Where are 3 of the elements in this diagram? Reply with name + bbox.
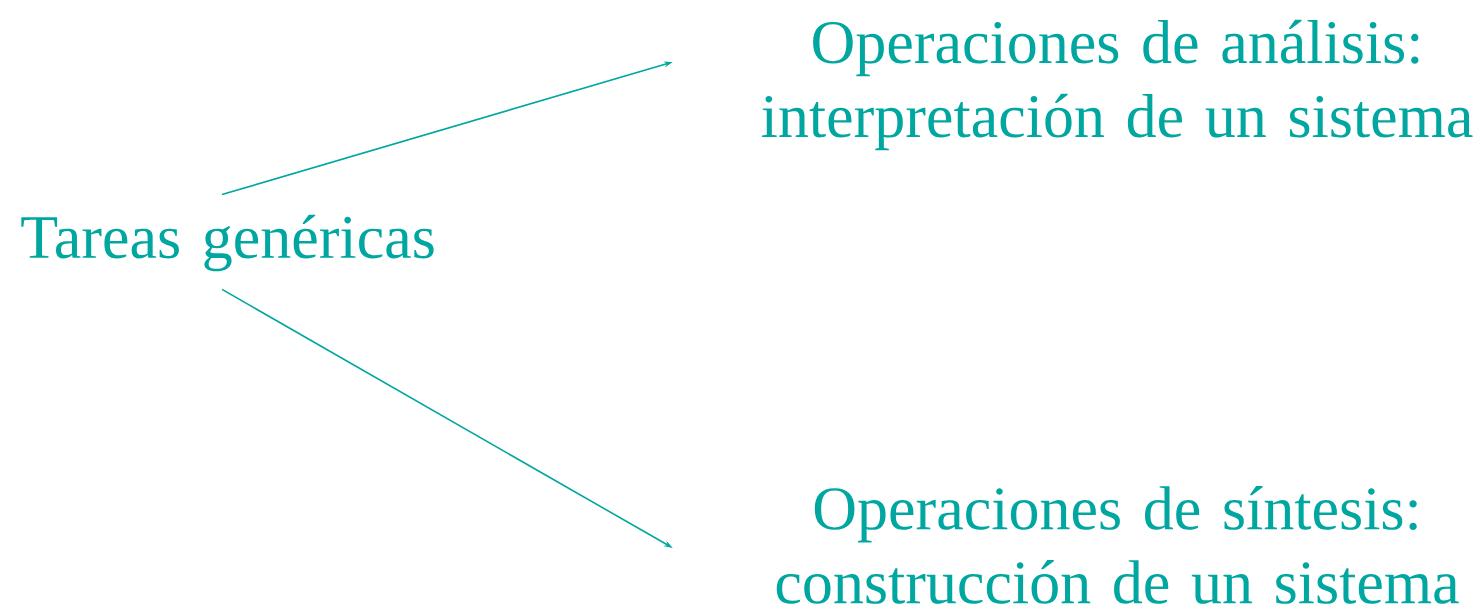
text-label: Operaciones de análisis: interpretación de un sistema [761,19,1473,151]
text-label: Tareas genéricas [21,214,434,272]
text-label: Operaciones de síntesis: construcción de un sistema [776,486,1459,604]
